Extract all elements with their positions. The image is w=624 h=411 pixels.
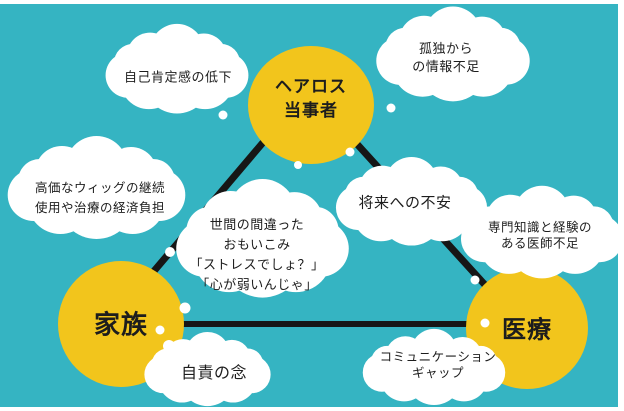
cloud-isolation	[376, 6, 530, 102]
cloud-future-line: 将来への不安	[358, 193, 452, 212]
cloud-isolation-line: の情報不足	[412, 60, 480, 75]
thought-tail-dot	[179, 302, 191, 314]
cloud-puff	[470, 206, 510, 246]
cloud-doctor-shortage-label: 専門知識と経験の ある医師不足	[488, 220, 592, 251]
node-sufferer-line: 当事者	[284, 101, 338, 121]
cloud-communication-line: コミュニケーション	[379, 349, 497, 364]
cloud-puff	[56, 149, 137, 229]
cloud-misconception-line: おもいこみ	[223, 238, 291, 253]
cloud-expertise-line: 専門知識と経験の	[487, 219, 593, 235]
cloud-economic	[7, 136, 186, 239]
thought-tail-dot	[218, 110, 228, 120]
thought-tail-dot	[480, 318, 490, 328]
cloud-expertise	[461, 185, 623, 279]
thought-tail-dot	[163, 340, 175, 352]
cloud-misconception-line: 世間の間違った	[209, 218, 305, 233]
cloud-puff	[151, 348, 184, 381]
cloud-misconception-line: 「心が弱いんじゃ」	[196, 278, 318, 293]
node-sufferer-line: ヘアロス	[275, 77, 347, 97]
node-family-label: 家族	[94, 305, 148, 342]
node-medical-line: 医療	[502, 315, 552, 344]
cloud-puff	[574, 206, 614, 246]
thought-tail-dot	[470, 275, 480, 285]
cloud-puff	[377, 168, 446, 237]
cloud-isolation-line: 孤独から	[418, 42, 474, 57]
cloud-economic-line: 高価なウィッグの継続	[34, 180, 166, 195]
cloud-puff	[142, 35, 212, 105]
thought-tail-dot	[345, 147, 355, 157]
cloud-puff	[385, 27, 426, 69]
cloud-communication-gap-label: コミュニケーション ギャップ	[380, 349, 497, 381]
cloud-self-blame-label: 自責の念	[181, 359, 247, 383]
node-medical-label: 医療	[502, 310, 552, 345]
cloud-puff	[370, 345, 404, 379]
cloud-puff	[464, 345, 498, 379]
thought-tail-dot	[165, 247, 175, 257]
cloud-economic-line: 使用や治療の経済負担	[34, 200, 166, 215]
cloud-puff	[506, 197, 578, 270]
cloud-puff	[404, 338, 464, 398]
cloud-puff	[440, 176, 479, 215]
cloud-self-blame	[144, 331, 271, 407]
cloud-isolation-label: 孤独から の情報不足	[412, 41, 480, 77]
node-sufferer-circle	[248, 46, 374, 164]
thought-tail-dot	[294, 161, 302, 169]
cloud-self-esteem-label: 自己肯定感の低下	[124, 67, 232, 86]
cloud-puff	[344, 176, 383, 215]
cloud-puff	[178, 341, 237, 399]
cloud-misconception-label: 世間の間違った おもいこみ 「ストレスでしょ？」 「心が弱いんじゃ」	[189, 216, 324, 296]
cloud-puff	[231, 348, 264, 381]
cloud-puff	[17, 159, 62, 203]
cloud-economic-burden-label: 高価なウィッグの継続 使用や治療の経済負担	[35, 178, 165, 218]
cloud-communication-line: ギャップ	[411, 365, 465, 380]
cloud-misconception-line: 「ストレスでしょ？」	[189, 258, 325, 273]
node-family-circle	[58, 261, 184, 387]
node-family-line: 家族	[93, 310, 149, 341]
cloud-self-esteem	[105, 23, 249, 114]
cloud-misconception	[176, 179, 349, 298]
cloud-puff	[131, 159, 176, 203]
cloud-puff	[480, 27, 521, 69]
cloud-puff	[416, 18, 490, 93]
node-sufferer-label: ヘアロス 当事者	[275, 75, 347, 123]
thought-tail-dot	[386, 103, 396, 113]
cloud-puff	[219, 197, 306, 285]
thought-tail-dot	[155, 325, 165, 335]
cloud-communication	[362, 328, 506, 406]
cloud-future	[335, 156, 488, 246]
cloud-self-blame-line: 自責の念	[180, 363, 248, 382]
cloud-self-esteem-line: 自己肯定感の低下	[123, 70, 233, 86]
cloud-expertise-line: ある医師不足	[500, 235, 580, 250]
cloud-future-anxiety-label: 将来への不安	[358, 192, 451, 213]
